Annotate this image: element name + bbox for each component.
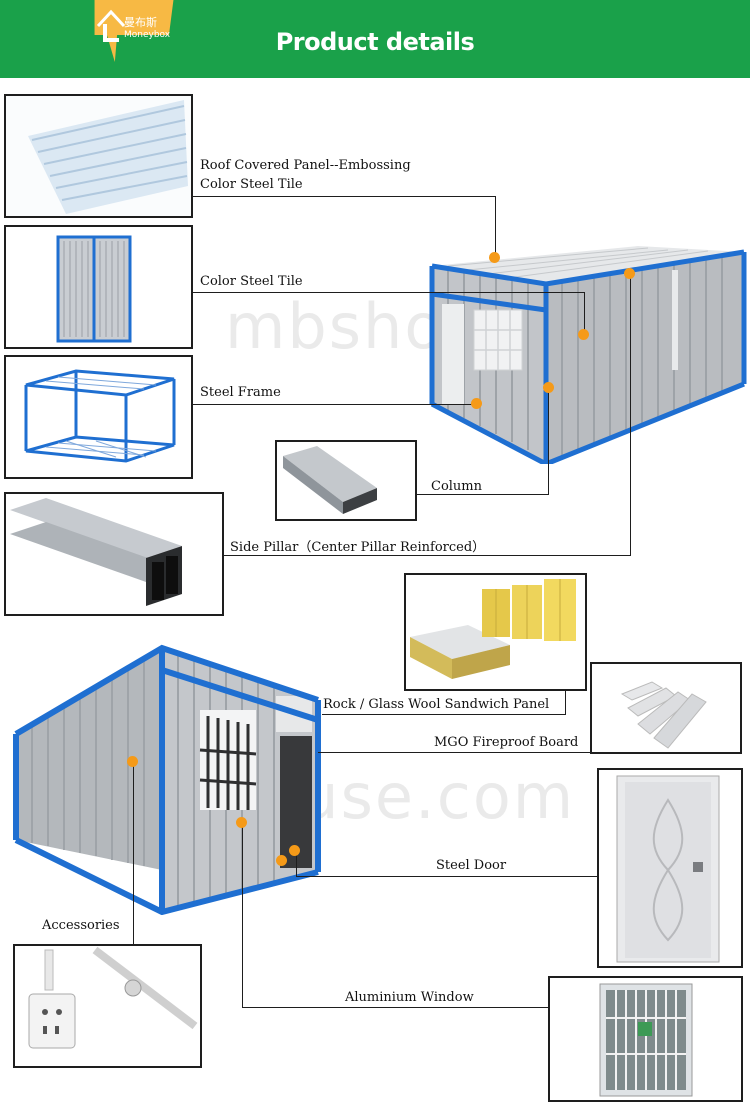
mgo-board-image xyxy=(620,681,707,749)
leader-line-column-v xyxy=(548,388,549,495)
steel-frame-image-box xyxy=(4,355,193,479)
label-aluminium-window: Aluminium Window xyxy=(345,990,474,1005)
sandwich-panel-image-box xyxy=(404,573,587,691)
marker-window xyxy=(236,817,247,828)
leader-line-tile-h xyxy=(193,292,584,293)
leader-line-roof-h xyxy=(193,196,495,197)
leader-line-door-h xyxy=(296,876,597,877)
leader-line-pillar-v xyxy=(630,274,631,556)
steel-frame-image xyxy=(24,369,176,463)
steel-door-image-box xyxy=(597,768,743,968)
label-roof-line1: Roof Covered Panel--Embossing xyxy=(200,158,411,173)
label-accessories: Accessories xyxy=(42,918,120,933)
leader-line-sandwich-h xyxy=(322,714,565,715)
leader-line-accessories-v xyxy=(133,764,134,944)
leader-line-tile-v xyxy=(584,292,585,334)
logo-text-en: Moneybox xyxy=(124,30,171,40)
marker-steel-frame xyxy=(471,398,482,409)
marker-column xyxy=(543,382,554,393)
label-sandwich-panel: Rock / Glass Wool Sandwich Panel xyxy=(323,697,550,712)
leader-line-mgo-h xyxy=(318,752,590,753)
steel-door-image xyxy=(616,775,720,963)
container-top-image xyxy=(429,246,747,464)
leader-line-frame-h xyxy=(193,404,477,405)
label-steel-frame: Steel Frame xyxy=(200,385,281,400)
leader-line-roof-v xyxy=(495,196,496,258)
leader-line-sandwich-v xyxy=(565,691,566,715)
house-logo-icon xyxy=(96,9,126,42)
marker-accessories xyxy=(127,756,138,767)
leader-line-pillar-h xyxy=(224,555,630,556)
leader-line-window-h xyxy=(242,1007,548,1008)
marker-door-2 xyxy=(276,855,287,866)
leader-line-window-v xyxy=(242,824,243,1008)
column-image-box xyxy=(275,440,417,521)
column-image xyxy=(283,446,377,514)
accessories-image-box xyxy=(13,944,202,1068)
side-pillar-image xyxy=(10,498,182,606)
container-bottom-image xyxy=(13,644,321,915)
color-steel-tile-image-box xyxy=(4,225,193,349)
label-color-steel-tile: Color Steel Tile xyxy=(200,274,303,289)
sandwich-panel-image xyxy=(410,579,576,679)
aluminium-window-image-box xyxy=(548,976,743,1102)
marker-side-pillar xyxy=(624,268,635,279)
marker-roof xyxy=(489,252,500,263)
logo-text-cn: 曼布斯 xyxy=(124,16,157,29)
label-side-pillar: Side Pillar（Center Pillar Reinforced） xyxy=(230,540,486,555)
aluminium-window-image xyxy=(599,983,693,1097)
accessories-image xyxy=(28,946,198,1049)
label-roof-line2: Color Steel Tile xyxy=(200,177,303,192)
label-mgo-board: MGO Fireproof Board xyxy=(434,735,579,750)
mgo-board-image-box xyxy=(590,662,742,754)
side-pillar-image-box xyxy=(4,492,224,616)
label-steel-door: Steel Door xyxy=(436,858,507,873)
label-column: Column xyxy=(431,479,483,494)
marker-color-tile xyxy=(578,329,589,340)
marker-door-1 xyxy=(289,845,300,856)
leader-line-door-v xyxy=(296,852,297,877)
roof-panel-image xyxy=(6,96,191,216)
leader-line-column-h xyxy=(417,494,549,495)
color-steel-tile-image xyxy=(56,235,132,343)
page-title: Product details xyxy=(275,28,475,56)
roof-panel-image-box xyxy=(4,94,193,218)
